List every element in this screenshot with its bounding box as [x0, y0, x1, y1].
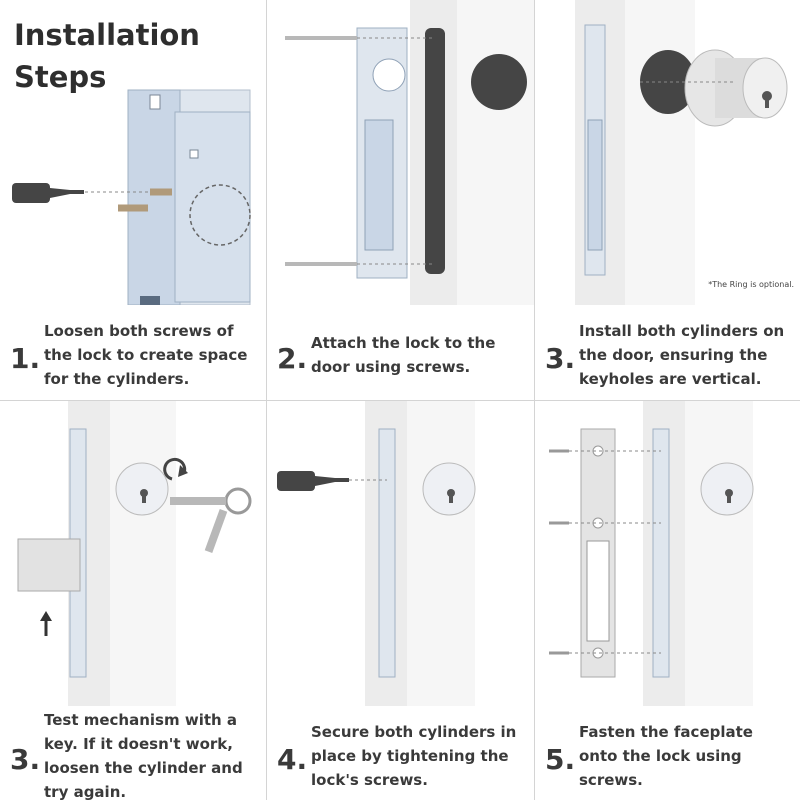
step-1-caption: 1. Loosen both screws of the lock to cre…: [0, 310, 266, 400]
step-4-panel: 3. Test mechanism with a key. If it does…: [0, 401, 266, 801]
step-number: 2.: [277, 342, 308, 375]
step-4-illustration: [17, 401, 252, 706]
faceplate: [580, 428, 616, 678]
step-5-panel: 4. Secure both cylinders in place by tig…: [267, 401, 534, 801]
step-6-caption: 5. Fasten the faceplate onto the lock us…: [535, 711, 800, 801]
step-2-panel: 2. Attach the lock to the door using scr…: [267, 0, 534, 400]
step-4-caption: 3. Test mechanism with a key. If it does…: [0, 711, 266, 801]
step-text: Loosen both screws of the lock to create…: [44, 322, 248, 388]
rotate-arrow-icon: [163, 457, 188, 481]
step-number: 3.: [545, 342, 576, 375]
step-1-panel: Installation Steps 1. Loosen both screws…: [0, 0, 266, 400]
step-1-illustration: [12, 89, 251, 305]
step-6-panel: 5. Fasten the faceplate onto the lock us…: [535, 401, 800, 801]
step-number: 3.: [10, 743, 41, 776]
step-text: Test mechanism with a key. If it doesn't…: [44, 711, 243, 801]
screwdriver-icon: [12, 183, 84, 203]
step-2-illustration: [285, 0, 534, 305]
key-icon: [170, 487, 252, 554]
step-text: Attach the lock to the door using screws…: [311, 334, 496, 376]
lock-cylinder-icon: [115, 462, 169, 516]
cylinder-with-ring: [684, 49, 788, 127]
step-5-illustration: [277, 401, 476, 706]
up-arrow-icon: [40, 611, 52, 636]
step-5-caption: 4. Secure both cylinders in place by tig…: [267, 711, 534, 801]
ring-optional-note: *The Ring is optional.: [708, 280, 794, 289]
step-3-panel: *The Ring is optional. 3. Install both c…: [535, 0, 800, 400]
step-text: Secure both cylinders in place by tighte…: [311, 723, 517, 789]
step-3-caption: 3. Install both cylinders on the door, e…: [535, 310, 800, 400]
step-text: Install both cylinders on the door, ensu…: [579, 322, 785, 388]
page-title: Installation Steps: [14, 18, 200, 94]
step-6-illustration: [549, 401, 754, 706]
screwdriver-icon: [277, 471, 349, 491]
screw-icon: [549, 449, 569, 655]
step-number: 5.: [545, 743, 576, 776]
step-text: Fasten the faceplate onto the lock using…: [579, 723, 753, 789]
step-3-illustration: [575, 0, 788, 305]
step-number: 1.: [10, 342, 41, 375]
lock-cylinder-icon: [700, 462, 754, 516]
lock-cylinder-icon: [422, 462, 476, 516]
step-2-caption: 2. Attach the lock to the door using scr…: [267, 310, 534, 400]
step-number: 4.: [277, 743, 308, 776]
